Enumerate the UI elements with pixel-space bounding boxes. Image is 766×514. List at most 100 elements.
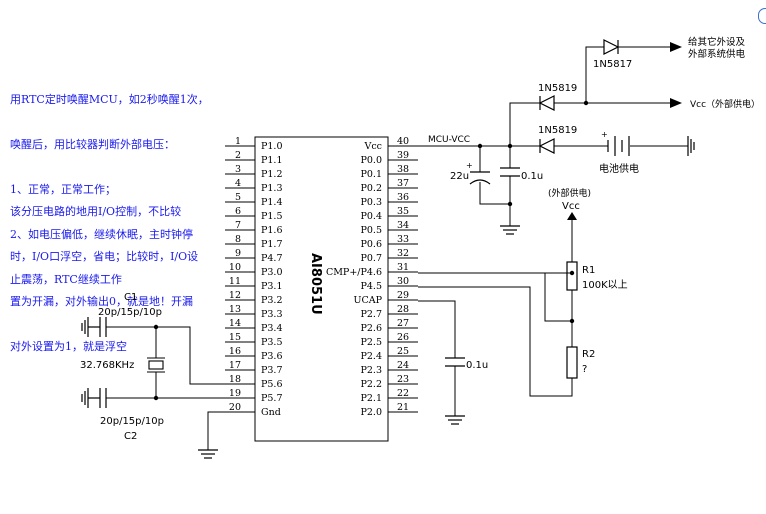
pin-name: P0.0 xyxy=(360,155,382,166)
c1-name: C1 xyxy=(124,292,137,303)
r2-name: R2 xyxy=(582,349,595,360)
pin-number: 16 xyxy=(229,346,241,357)
pin-number: 19 xyxy=(229,388,241,399)
pin-name: P2.0 xyxy=(360,407,382,418)
wire-22u xyxy=(479,146,511,226)
vcc-arrow-icon xyxy=(567,212,577,220)
note-line: 唤醒后，用比较器判断外部电压： xyxy=(10,138,175,151)
wire-divider xyxy=(418,220,573,397)
r1-value: 100K以上 xyxy=(582,279,628,291)
pin-number: 24 xyxy=(397,360,409,371)
diode-1n5819-b-label: 1N5819 xyxy=(538,125,577,136)
pin-number: 27 xyxy=(397,318,409,329)
diode-1n5819-b-icon xyxy=(538,138,555,154)
pin-name: UCAP xyxy=(353,295,382,306)
wire-vcc-node xyxy=(509,102,540,146)
wire-p56-c1 xyxy=(106,326,225,385)
chip-body xyxy=(254,136,389,442)
pin-name: P4.5 xyxy=(360,281,382,292)
arrow-right-icon xyxy=(670,42,682,52)
ground-icon xyxy=(81,388,89,408)
pin-number: 3 xyxy=(235,164,241,175)
external-supply-label: (外部供电) xyxy=(548,187,591,199)
ground-icon xyxy=(198,449,218,459)
pin-name: P1.1 xyxy=(261,155,283,166)
c1-value: 20p/15p/10p xyxy=(98,307,162,318)
battery-icon xyxy=(607,136,630,156)
pin-number: 39 xyxy=(397,150,409,161)
resistor-r2-icon xyxy=(566,346,578,379)
design-note-rtc: 用RTC定时唤醒MCU，如2秒唤醒1次， 唤醒后，用比较器判断外部电压： 1、正… xyxy=(10,62,209,302)
pin-number: 17 xyxy=(229,360,241,371)
note-line: 1、正常，正常工作； xyxy=(10,183,116,196)
crystal-frequency: 32.768KHz xyxy=(80,360,134,371)
pin-number: 13 xyxy=(229,304,241,315)
diode-1n5817-label: 1N5817 xyxy=(593,59,632,70)
pin-name: P3.1 xyxy=(261,281,283,292)
pin-number: 34 xyxy=(397,220,409,231)
diode-1n5819-a-icon xyxy=(538,95,555,111)
page-edge-marker xyxy=(758,8,766,24)
wire-gnd-pin xyxy=(207,411,225,450)
pin-name: P1.5 xyxy=(261,211,283,222)
capacitor-22u: + xyxy=(466,161,491,185)
pin-number: 8 xyxy=(235,234,241,245)
pin-number: 37 xyxy=(397,178,409,189)
chip-part-name: AI8051U xyxy=(308,253,323,315)
pin-number: 7 xyxy=(235,220,241,231)
pin-number: 14 xyxy=(229,318,241,329)
design-note-divider: 该分压电路的地用I/O控制，不比较 时，I/O口浮空，省电；比较时，I/O设 置… xyxy=(10,174,198,369)
svg-text:+: + xyxy=(466,161,473,170)
pin-name: P2.7 xyxy=(360,309,382,320)
pin-number: 29 xyxy=(397,290,409,301)
pin-number: 5 xyxy=(235,192,241,203)
pin-name: P3.7 xyxy=(261,365,283,376)
pin-name: P5.6 xyxy=(261,379,283,390)
r1-name: R1 xyxy=(582,265,595,276)
wiring xyxy=(106,46,688,450)
diode-1n5817-icon xyxy=(603,39,620,55)
junction-dots xyxy=(153,100,589,401)
pin-name: P0.3 xyxy=(360,197,382,208)
note-line: 该分压电路的地用I/O控制，不比较 xyxy=(10,205,182,218)
pin-name: P0.6 xyxy=(360,239,382,250)
note-line: 时，I/O口浮空，省电；比较时，I/O设 xyxy=(10,250,199,263)
pin-name: P0.4 xyxy=(360,211,382,222)
pin-name: P2.2 xyxy=(360,379,382,390)
mcu-chip xyxy=(254,136,389,442)
pin-name: P1.2 xyxy=(261,169,283,180)
pin-number: 32 xyxy=(397,248,409,259)
pin-name: Vcc xyxy=(363,141,382,152)
pin-name: P3.5 xyxy=(261,337,283,348)
pin-number: 21 xyxy=(397,402,409,413)
pin-name: P0.7 xyxy=(360,253,382,264)
pin-name: P0.2 xyxy=(360,183,382,194)
pin-number: 22 xyxy=(397,388,409,399)
pin-number: 1 xyxy=(235,136,241,147)
ground-icon xyxy=(445,415,465,425)
pin-name: P2.6 xyxy=(360,323,382,334)
pin-number: 4 xyxy=(235,178,241,189)
ucap-cap-value: 0.1u xyxy=(466,360,488,371)
out-peripheral-line2: 外部系统供电 xyxy=(688,48,746,60)
pin-number: 40 xyxy=(397,136,409,147)
wire-1n5817-in xyxy=(585,46,604,103)
pin-name: CMP+/P4.6 xyxy=(326,267,382,278)
pin-number: 6 xyxy=(235,206,241,217)
pin-name: P4.7 xyxy=(261,253,283,264)
battery-label: 电池供电 xyxy=(599,162,639,175)
pin-name: P3.2 xyxy=(261,295,283,306)
capacitor-ucap xyxy=(445,357,465,367)
pin-name: P0.1 xyxy=(360,169,382,180)
pin-number: 15 xyxy=(229,332,241,343)
c2-value: 20p/15p/10p xyxy=(100,416,164,427)
pin-name: P3.4 xyxy=(261,323,283,334)
mcu-vcc-net: MCU-VCC xyxy=(428,135,470,145)
pin-name: P2.5 xyxy=(360,337,382,348)
capacitor-c2 xyxy=(88,388,107,408)
capacitor-0-1u xyxy=(500,167,520,177)
pin-number: 12 xyxy=(229,290,241,301)
pin-name: P1.7 xyxy=(261,239,283,250)
